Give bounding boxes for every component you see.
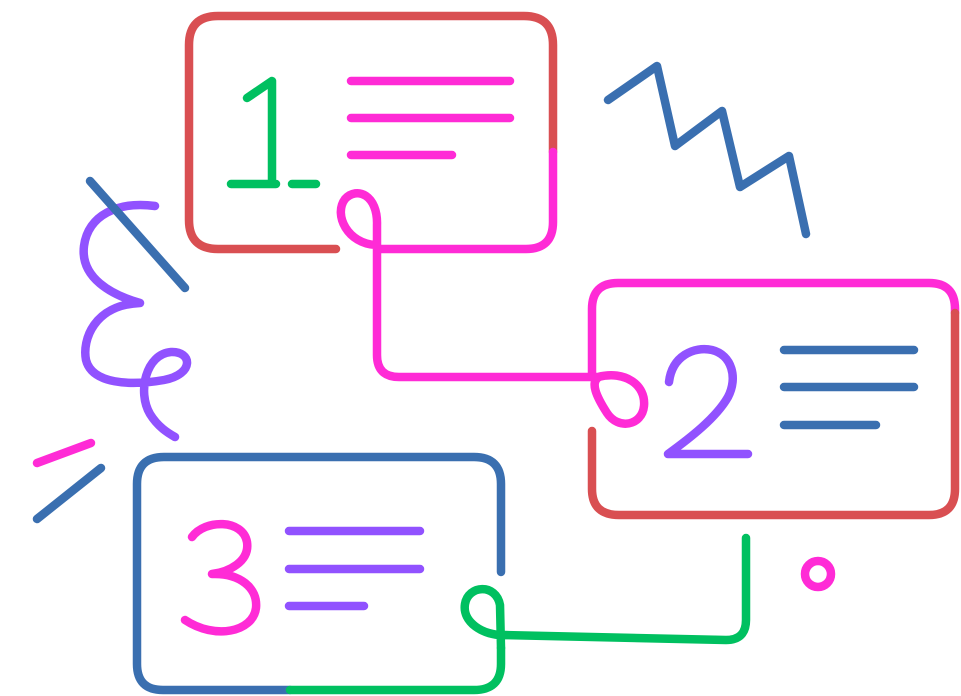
spark-lines-doodle [32,438,106,524]
card-1 [184,11,558,254]
card-1-border-red [184,11,558,254]
card-2-text-lines [779,345,919,430]
card-3-border-green [285,643,506,695]
card-2-border-red [587,308,960,520]
purple-curl-doodle [79,200,192,442]
zigzag-doodle [603,61,811,239]
card-3-border-blue [132,452,506,695]
connector-2-to-3 [460,533,751,653]
card-3-number-glyph [180,519,261,636]
card-1-number-glyph [226,76,281,189]
card-2-border-magenta [587,278,960,380]
slash-doodle [85,176,190,293]
card-2 [587,278,960,520]
card-3-text-lines [284,526,425,611]
card-1-text-lines [346,76,515,160]
card-2-number-glyph [663,344,753,459]
card-3 [132,452,506,695]
connector-1-to-2 [336,189,649,428]
card-1-border-magenta [375,147,558,254]
spark-line-blue [32,463,106,524]
spark-line-magenta [32,438,96,468]
small-circle-doodle [800,556,836,592]
